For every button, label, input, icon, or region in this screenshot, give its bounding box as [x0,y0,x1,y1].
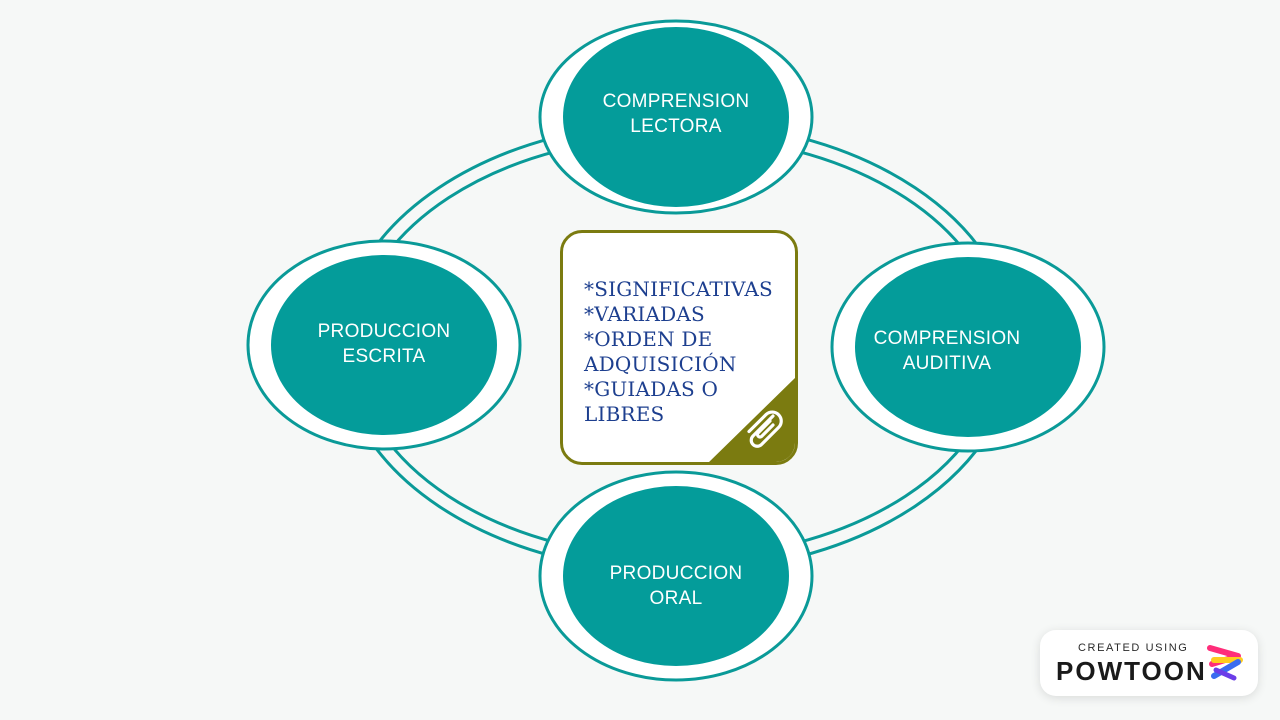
node-top-circle [563,27,789,207]
node-top-label: COMPRENSION LECTORA [602,91,750,137]
node-left-circle [271,255,497,435]
paperclip-icon [747,410,783,448]
center-list-item: *SIGNIFICATIVAS [584,277,773,301]
center-list-item: *ORDEN DE [584,327,713,351]
powtoon-logo-icon [1207,645,1243,681]
node-right-label: COMPRENSION AUDITIVA [873,328,1021,374]
created-using-text: CREATED USING [1078,642,1189,654]
node-bottom-label: PRODUCCION ORAL [609,563,743,609]
node-bottom-circle [563,486,789,666]
center-list: *SIGNIFICATIVAS *VARIADAS *ORDEN DE ADQU… [584,277,773,427]
brand-name: POWTOON [1056,656,1207,686]
center-list-item: LIBRES [584,402,665,426]
node-left-label: PRODUCCION ESCRITA [317,321,451,367]
center-box: *SIGNIFICATIVAS *VARIADAS *ORDEN DE ADQU… [560,230,798,465]
center-list-item: ADQUISICIÓN [584,352,737,376]
center-list-item: *VARIADAS [584,302,705,326]
powtoon-badge: CREATED USING POWTOON [1040,630,1258,696]
node-right-circle [855,257,1081,437]
center-list-item: *GUIADAS O [584,377,719,401]
